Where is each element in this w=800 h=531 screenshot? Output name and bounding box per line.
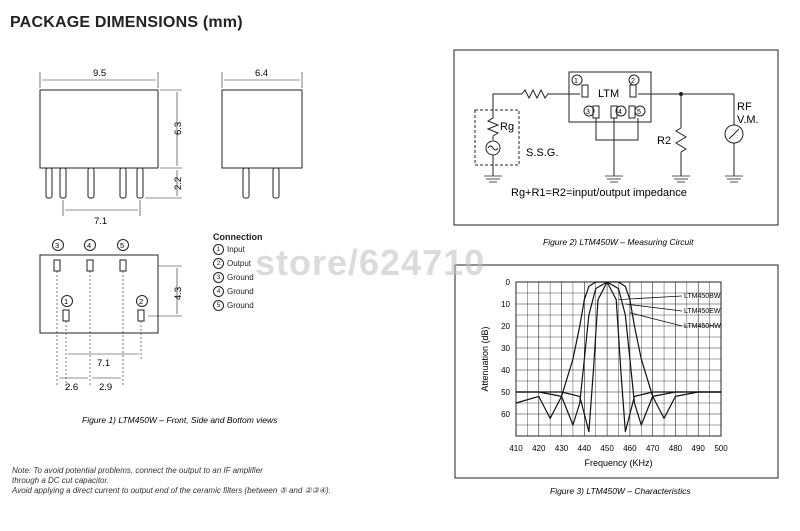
x-tick-label: 490 bbox=[692, 444, 706, 453]
ltm-label: LTM bbox=[598, 88, 619, 100]
legend-leader bbox=[618, 295, 683, 300]
junction-dot bbox=[679, 92, 683, 96]
x-tick-label: 430 bbox=[555, 444, 569, 453]
circuit-pin-label: 2 bbox=[631, 78, 635, 85]
series-line bbox=[516, 281, 721, 433]
ssg-label: S.S.G. bbox=[526, 147, 558, 159]
rf-label: RF bbox=[737, 101, 752, 113]
front-height-label: 6.3 bbox=[173, 122, 184, 135]
y-tick-label: 30 bbox=[501, 344, 510, 353]
y-axis-label: Attenuation (dB) bbox=[480, 326, 490, 391]
attenuation-chart: 410 420 430 440 450 460 470 480 490 500 0 10 20 30 40 5… bbox=[480, 278, 728, 468]
legend-label: LTM450HW bbox=[684, 323, 721, 330]
chart-frame bbox=[454, 264, 779, 479]
y-tick-label: 20 bbox=[501, 322, 510, 331]
series-line bbox=[515, 281, 721, 419]
impedance-equation: Rg+R1=R2=input/output impedance bbox=[511, 187, 687, 199]
legend-label: LTM450EW bbox=[684, 308, 721, 315]
bottom-view bbox=[39, 239, 182, 386]
bottom-pitch-label: 7.1 bbox=[97, 358, 110, 369]
bottom-pin-label: 2 bbox=[139, 297, 143, 306]
watermark: store/624710 bbox=[255, 242, 486, 283]
x-axis-label: Frequency (KHz) bbox=[584, 458, 652, 468]
offset-label: 2.6 bbox=[65, 382, 78, 393]
bottom-pin-label: 5 bbox=[120, 241, 124, 250]
connection-title: Connection bbox=[213, 232, 263, 242]
y-tick-label: 40 bbox=[501, 366, 510, 375]
x-tick-label: 500 bbox=[714, 444, 728, 453]
note-line: Note: To avoid potential problems, conne… bbox=[12, 466, 263, 475]
page-title: PACKAGE DIMENSIONS (mm) bbox=[10, 14, 243, 31]
x-tick-label: 440 bbox=[578, 444, 592, 453]
x-tick-label: 480 bbox=[669, 444, 683, 453]
figure-2-caption: Figure 2) LTM450W – Measuring Circuit bbox=[543, 237, 694, 247]
x-tick-label: 460 bbox=[623, 444, 637, 453]
x-tick-label: 470 bbox=[646, 444, 660, 453]
bottom-pin-label: 4 bbox=[87, 241, 91, 250]
front-pitch-label: 7.1 bbox=[94, 216, 107, 227]
circuit-pin-label: 3 bbox=[586, 109, 590, 116]
note-line: through a DC cut capacitor. bbox=[12, 476, 110, 485]
legend-label: LTM450BW bbox=[684, 293, 721, 300]
y-tick-label: 50 bbox=[501, 388, 510, 397]
x-tick-label: 410 bbox=[509, 444, 523, 453]
note-line: Avoid applying a direct current to outpu… bbox=[12, 486, 331, 495]
bottom-height-label: 4.3 bbox=[173, 287, 184, 300]
side-view bbox=[221, 72, 303, 199]
measuring-circuit bbox=[453, 49, 779, 226]
vm-label: V.M. bbox=[737, 114, 759, 126]
circuit-pin-label: 4 bbox=[618, 109, 622, 116]
y-tick-label: 0 bbox=[506, 278, 511, 287]
front-view bbox=[39, 72, 182, 216]
front-width-label: 9.5 bbox=[93, 68, 106, 79]
legend-leader bbox=[629, 312, 683, 327]
series-line bbox=[516, 281, 721, 426]
side-width-label: 6.4 bbox=[255, 68, 268, 79]
legend-leader bbox=[625, 303, 683, 312]
circuit-pin-label: 5 bbox=[637, 109, 641, 116]
bottom-pin-label: 3 bbox=[55, 241, 59, 250]
figure-1-caption: Figure 1) LTM450W – Front, Side and Bott… bbox=[82, 415, 278, 425]
rg-label: Rg bbox=[500, 121, 514, 133]
x-tick-label: 420 bbox=[532, 444, 546, 453]
y-tick-label: 10 bbox=[501, 300, 510, 309]
note-text: Note: To avoid potential problems, conne… bbox=[12, 466, 331, 496]
r2-label: R2 bbox=[657, 135, 671, 147]
circuit-pin-label: 1 bbox=[574, 78, 578, 85]
offset-label: 2.9 bbox=[99, 382, 112, 393]
pin-length-label: 2.2 bbox=[173, 177, 184, 190]
x-tick-label: 450 bbox=[600, 444, 614, 453]
y-tick-label: 60 bbox=[501, 410, 510, 419]
bottom-pin-label: 1 bbox=[64, 297, 68, 306]
figure-3-caption: Figure 3) LTM450W – Characteristics bbox=[550, 486, 691, 496]
